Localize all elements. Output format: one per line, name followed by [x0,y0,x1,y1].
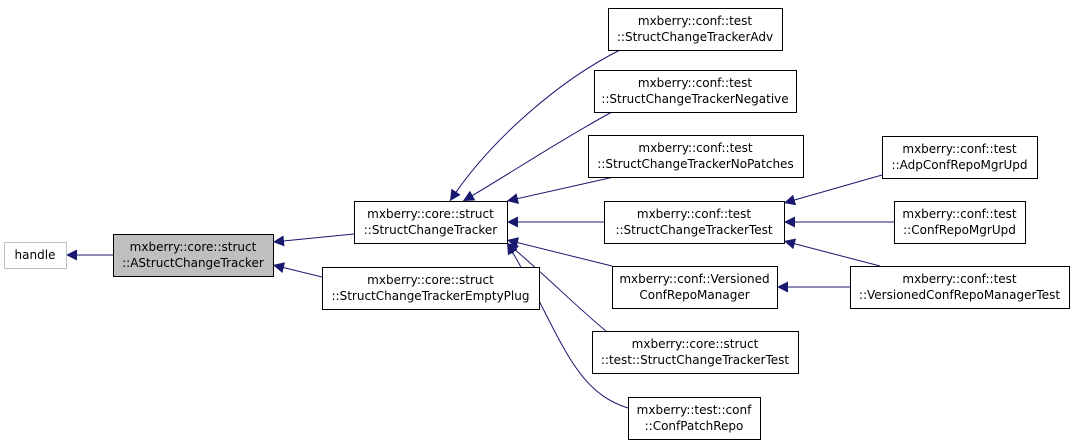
edge-vcrmtest-to-ctest [783,238,881,267]
class-name-line: ::AStructChangeTracker [122,256,264,270]
class-node-sct[interactable]: mxberry::core::struct::StructChangeTrack… [354,201,508,244]
class-name-line: mxberry::conf::Versioned [619,272,769,286]
edge-adpupd-to-ctest [783,174,883,206]
class-node-ctest[interactable]: mxberry::conf::test::StructChangeTracker… [604,201,785,244]
class-name-line: mxberry::conf::test [638,76,753,90]
class-name-line: mxberry::conf::test [638,14,753,28]
class-box [322,267,540,310]
edge-vcrm-to-sct [506,237,613,267]
class-node-patchrepo[interactable]: mxberry::test::conf::ConfPatchRepo [628,397,761,440]
class-name-line: ::VersionedConfRepoManagerTest [859,288,1060,302]
class-name-line: ::AdpConfRepoMgrUpd [892,158,1028,172]
class-name-line: ::StructChangeTrackerNoPatches [597,157,793,171]
edge-negative-to-sct [462,111,613,202]
class-name-line: mxberry::conf::test [902,272,1017,286]
class-name-line: ::test::StructChangeTrackerTest [601,353,790,367]
class-node-coretest[interactable]: mxberry::core::struct::test::StructChang… [592,331,799,374]
class-box [894,201,1026,244]
class-node-emptyplug[interactable]: mxberry::core::struct::StructChangeTrack… [322,267,540,310]
class-box [4,242,67,269]
class-node-adv[interactable]: mxberry::conf::test::StructChangeTracker… [608,8,783,51]
class-name-line: mxberry::conf::test [638,141,753,155]
class-node-astruct: mxberry::core::struct::AStructChangeTrac… [113,234,274,277]
class-box [588,135,804,178]
class-name-line: mxberry::conf::test [902,207,1017,221]
class-name-line: ::ConfRepoMgrUpd [903,223,1016,237]
class-name-line: ::StructChangeTrackerEmptyPlug [332,289,530,303]
edge-nopatches-to-sct [506,176,615,204]
class-box [608,8,783,51]
class-box [612,266,778,309]
class-name-line: mxberry::conf::test [902,142,1017,156]
class-node-nopatches[interactable]: mxberry::conf::test::StructChangeTracker… [588,135,804,178]
edge-coretest-to-sct [506,242,607,332]
class-box [354,201,508,244]
class-name-line: ::StructChangeTrackerTest [615,223,772,237]
class-name-line: ::StructChangeTrackerAdv [617,30,773,44]
class-name-line: mxberry::test::conf [637,403,752,417]
class-name-line: ::StructChangeTrackerNegative [601,92,788,106]
class-box [592,331,799,374]
class-box [882,136,1038,179]
class-name-line: mxberry::core::struct [130,240,257,254]
class-node-mgrupd[interactable]: mxberry::conf::test::ConfRepoMgrUpd [894,201,1026,244]
nodes-layer: handlemxberry::core::struct::AStructChan… [4,8,1070,440]
class-box [850,266,1070,309]
class-node-vcrm[interactable]: mxberry::conf::VersionedConfRepoManager [612,266,778,309]
class-node-vcrmtest[interactable]: mxberry::conf::test::VersionedConfRepoMa… [850,266,1070,309]
edge-sct-to-astruct [272,233,355,247]
class-name-line: mxberry::core::struct [367,273,494,287]
edge-emptyplug-to-astruct [272,262,323,278]
class-box [594,70,797,113]
class-box [628,397,761,440]
class-name-line: ConfRepoManager [639,288,749,302]
class-node-negative[interactable]: mxberry::conf::test::StructChangeTracker… [594,70,797,113]
class-name-line: ::StructChangeTracker [364,223,498,237]
class-box [113,234,274,277]
class-node-adpupd[interactable]: mxberry::conf::test::AdpConfRepoMgrUpd [882,136,1038,179]
class-name-line: mxberry::core::struct [367,207,494,221]
class-node-handle[interactable]: handle [4,242,67,269]
class-name-line: mxberry::core::struct [632,337,759,351]
edge-adv-to-sct [449,49,621,202]
class-name-line: mxberry::conf::test [637,207,752,221]
class-box [604,201,785,244]
class-name-line: ::ConfPatchRepo [645,419,744,433]
class-name-line: handle [15,248,56,262]
